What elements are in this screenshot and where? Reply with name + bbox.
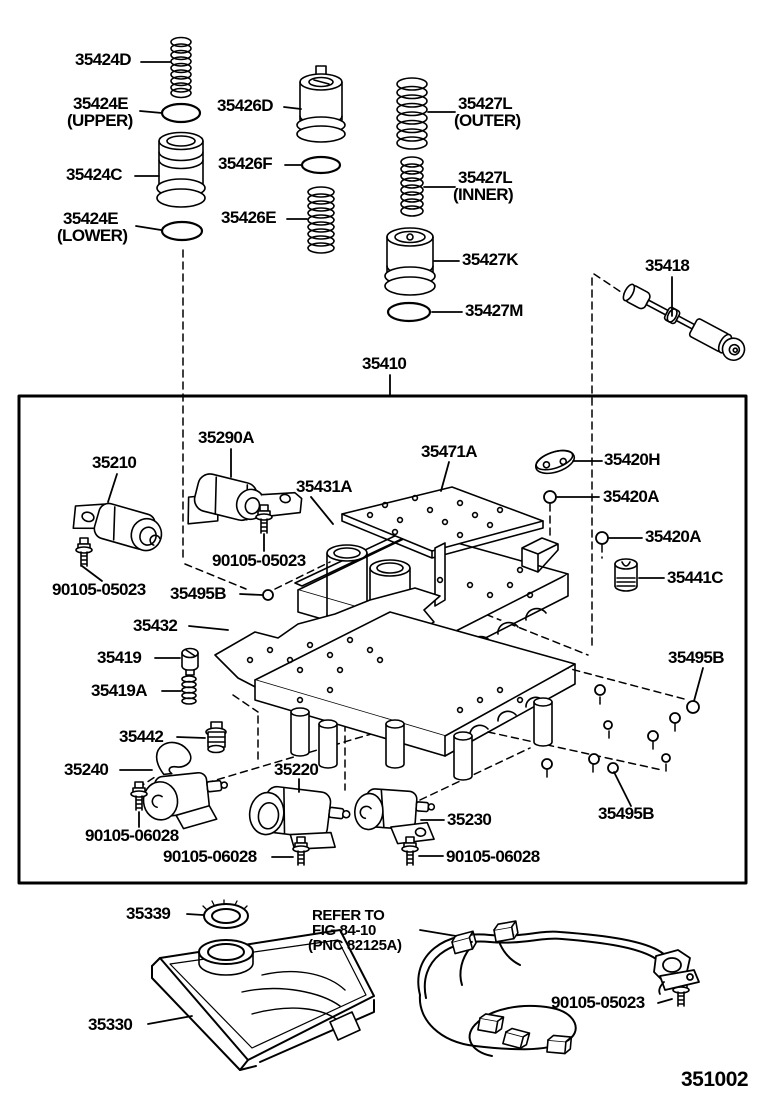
part-label-35495b-left: 35495B <box>170 584 227 603</box>
part-label-35418: 35418 <box>645 256 690 275</box>
part-label-35427k: 35427K <box>462 250 519 269</box>
part-label-35420h: 35420H <box>604 450 661 469</box>
spring-35427l-outer-drawing <box>396 77 428 150</box>
piston-35427k-drawing <box>384 227 436 296</box>
valve-35441c-drawing <box>614 558 638 592</box>
part-label-35471a: 35471A <box>421 442 478 461</box>
part-label-35427l-inner-qualifier: (INNER) <box>453 185 514 204</box>
part-label-90105-06028-left: 90105-06028 <box>85 826 179 845</box>
check-ball-35420a-drawings <box>543 490 609 545</box>
refer-note-line2: FIG 84-10 <box>312 922 376 939</box>
oring-35424e-upper-drawing <box>160 102 202 124</box>
part-label-35220: 35220 <box>274 760 319 779</box>
part-label-35441c: 35441C <box>667 568 724 587</box>
part-label-35427m: 35427M <box>465 301 523 320</box>
part-label-35426e: 35426E <box>221 208 277 227</box>
solenoid-35230-drawing <box>354 788 436 845</box>
wire-harness-drawing <box>417 920 700 1057</box>
harness-connector-drawing <box>653 949 700 995</box>
part-label-35495b-bottom: 35495B <box>598 804 655 823</box>
part-label-35419a: 35419A <box>91 681 148 700</box>
part-label-35330: 35330 <box>88 1015 133 1034</box>
piston-35424c-drawing <box>156 131 206 208</box>
part-label-35424e-lower-qualifier: (LOWER) <box>57 226 128 245</box>
bracket-35420h-drawing <box>534 449 576 475</box>
gasket-35339-drawing <box>202 899 249 929</box>
part-label-35339: 35339 <box>126 904 171 923</box>
part-label-35420a-upper: 35420A <box>603 487 660 506</box>
part-label-90105-06028-mid: 90105-06028 <box>163 847 257 866</box>
valve-body-assembly-drawing <box>214 486 576 781</box>
oring-35426f-drawing <box>300 155 342 175</box>
strainer-35330-drawing <box>151 929 375 1071</box>
part-label-90105-06028-right: 90105-06028 <box>446 847 540 866</box>
valve-35418-drawing <box>622 283 746 362</box>
piston-35426d-drawing <box>296 65 346 143</box>
spring-35419a-drawing <box>181 675 197 705</box>
part-label-35495b-right: 35495B <box>668 648 725 667</box>
part-label-35427l-outer: 35427L <box>458 94 513 113</box>
sensor-35442-drawing <box>205 721 227 754</box>
part-label-35290a: 35290A <box>198 428 255 447</box>
spring-35427l-inner-drawing <box>400 156 424 217</box>
solenoid-35220-drawing <box>248 785 351 851</box>
leader-lines <box>81 61 704 1025</box>
part-label-35230: 35230 <box>447 810 492 829</box>
part-label-35424e-upper: 35424E <box>73 94 129 113</box>
spring-35424d-drawing <box>170 36 192 99</box>
part-label-35424d: 35424D <box>75 50 132 69</box>
assembly-label-35410: 35410 <box>362 354 407 373</box>
plug-35419-drawing <box>181 647 199 676</box>
part-label-35427l-inner: 35427L <box>458 168 513 187</box>
oring-35424e-lower-drawing <box>160 220 204 242</box>
solenoid-35290a-drawing <box>187 473 303 525</box>
check-ball-35495b-drawings <box>262 589 700 774</box>
part-label-35210: 35210 <box>92 453 137 472</box>
part-label-35424e-upper-qualifier: (UPPER) <box>67 111 133 130</box>
part-label-90105-05023-mid: 90105-05023 <box>212 551 306 570</box>
part-label-35424e-lower: 35424E <box>63 209 119 228</box>
assembly-boundary-box <box>17 394 748 885</box>
part-label-35431a: 35431A <box>296 477 353 496</box>
part-label-90105-05023-left: 90105-05023 <box>52 580 146 599</box>
spring-35426e-drawing <box>307 186 335 254</box>
part-label-35426f: 35426F <box>218 154 273 173</box>
part-label-35420a-lower: 35420A <box>645 527 702 546</box>
refer-note-line3: (PNC 82125A) <box>308 937 402 954</box>
part-label-35240: 35240 <box>64 760 109 779</box>
refer-note-line1: REFER TO <box>312 907 385 924</box>
solenoid-35210-drawing <box>72 502 163 552</box>
part-label-35419: 35419 <box>97 648 142 667</box>
part-label-35426d: 35426D <box>217 96 274 115</box>
part-label-35442: 35442 <box>119 727 164 746</box>
figure-number: 351002 <box>681 1068 749 1091</box>
part-label-35424c: 35424C <box>66 165 123 184</box>
part-label-90105-05023-harness: 90105-05023 <box>551 993 645 1012</box>
solenoid-35240-drawing <box>142 741 229 830</box>
part-label-35427l-outer-qualifier: (OUTER) <box>454 111 521 130</box>
oring-35427m-drawing <box>386 301 432 323</box>
part-label-35432: 35432 <box>133 616 178 635</box>
